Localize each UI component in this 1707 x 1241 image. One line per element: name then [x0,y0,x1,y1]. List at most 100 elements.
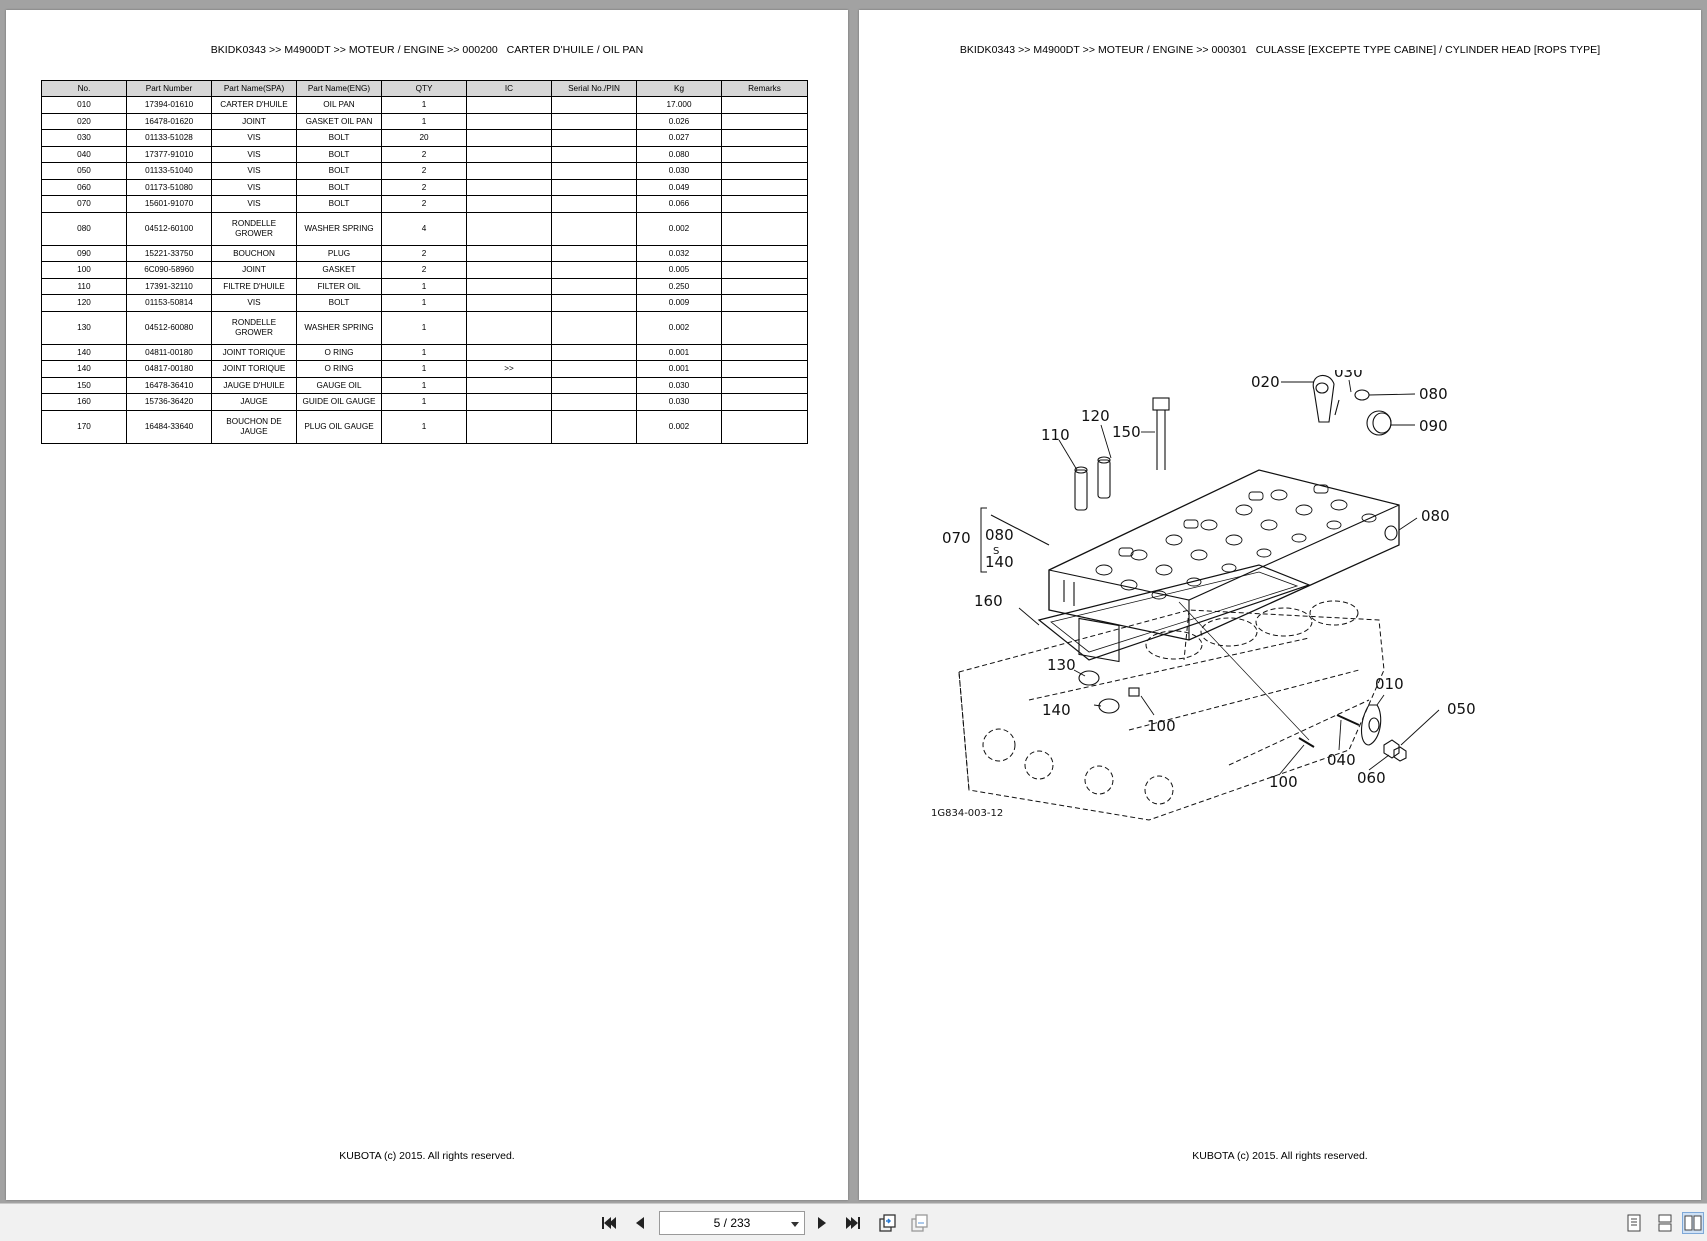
callout-140: 140 [1042,701,1071,719]
header-col-remarks: Remarks [721,80,808,97]
prev-page-icon[interactable] [629,1212,651,1234]
cell-kg: 0.030 [636,393,722,411]
cell-remarks [721,145,808,163]
header-col-ic: IC [466,80,552,97]
cell-ic [466,261,552,279]
callout-050: 050 [1447,700,1476,718]
cell-part-name-eng: OIL PAN [296,96,382,114]
cell-ic [466,294,552,312]
cell-kg: 0.002 [636,310,722,345]
cell-no: 170 [41,409,127,444]
cell-part-name-eng: GAUGE OIL [296,376,382,394]
first-page-icon[interactable] [598,1212,620,1234]
cell-part-name-spa: FILTRE D'HUILE [211,277,297,295]
last-page-icon[interactable] [842,1212,864,1234]
cell-kg: 0.001 [636,343,722,361]
cell-remarks [721,211,808,246]
cell-part-name-eng: O RING [296,360,382,378]
cell-remarks [721,310,808,345]
chevron-down-icon[interactable] [791,1222,799,1227]
document-viewport[interactable]: BKIDK0343 >> M4900DT >> MOTEUR / ENGINE … [0,0,1707,1203]
two-page-view-icon[interactable] [1682,1212,1704,1234]
callout-160: 160 [974,592,1003,610]
cell-ic [466,277,552,295]
cell-serial [551,343,637,361]
cell-serial [551,112,637,130]
callout-130: 130 [1047,656,1076,674]
cell-kg: 0.049 [636,178,722,196]
cell-qty: 1 [381,112,467,130]
cell-part-number: 01173-51080 [126,178,212,196]
page-number-field[interactable]: 5 / 233 [659,1211,805,1235]
cell-part-name-spa: JOINT TORIQUE [211,360,297,378]
cell-part-name-eng: PLUG OIL GAUGE [296,409,382,444]
cell-remarks [721,294,808,312]
cell-kg: 0.026 [636,112,722,130]
cell-no: 010 [41,96,127,114]
cell-part-number: 17377-91010 [126,145,212,163]
single-page-view-icon[interactable] [1623,1212,1645,1234]
cell-part-name-spa: RONDELLE GROWER [211,211,297,246]
rotate-icon[interactable] [876,1212,898,1234]
cell-part-name-eng: BOLT [296,162,382,180]
page-left: BKIDK0343 >> M4900DT >> MOTEUR / ENGINE … [6,10,848,1200]
cell-no: 070 [41,195,127,213]
callout-030: 030 [1334,370,1363,381]
cell-serial [551,294,637,312]
cell-part-number: 15221-33750 [126,244,212,262]
cell-part-name-eng: BOLT [296,145,382,163]
cell-serial [551,376,637,394]
copy-icon[interactable] [908,1212,930,1234]
cell-part-name-eng: GASKET OIL PAN [296,112,382,130]
page-header-left: BKIDK0343 >> M4900DT >> MOTEUR / ENGINE … [210,44,644,56]
continuous-view-icon[interactable] [1654,1212,1676,1234]
cell-part-name-spa: VIS [211,129,297,147]
cell-part-name-spa: VIS [211,294,297,312]
cell-no: 080 [41,211,127,246]
cell-ic [466,129,552,147]
cell-no: 050 [41,162,127,180]
page-indicator: 5 / 233 [713,1216,751,1230]
callout-100: 100 [1147,717,1176,735]
cell-serial [551,129,637,147]
next-page-icon[interactable] [811,1212,833,1234]
cell-ic [466,211,552,246]
callout-range-tilde: S [993,546,999,557]
cell-part-name-eng: BOLT [296,294,382,312]
cell-part-name-eng: WASHER SPRING [296,211,382,246]
callout-140-range-end: 140 [985,553,1014,571]
cell-part-name-spa: JAUGE D'HUILE [211,376,297,394]
callout-090: 090 [1419,417,1448,435]
cell-part-number: 17391-32110 [126,277,212,295]
cell-remarks [721,277,808,295]
cell-kg: 0.027 [636,129,722,147]
cell-part-name-spa: BOUCHON [211,244,297,262]
cell-serial [551,310,637,345]
cell-qty: 2 [381,162,467,180]
header-col-part-number: Part Number [126,80,212,97]
cell-kg: 0.005 [636,261,722,279]
cell-qty: 20 [381,129,467,147]
cell-remarks [721,129,808,147]
cell-qty: 1 [381,96,467,114]
cell-serial [551,211,637,246]
cell-ic [466,112,552,130]
cell-kg: 0.001 [636,360,722,378]
drawing-code: 1G834-003-12 [931,808,1003,819]
cell-part-number: 01133-51028 [126,129,212,147]
cell-part-name-spa: CARTER D'HUILE [211,96,297,114]
cell-serial [551,145,637,163]
cell-part-name-eng: O RING [296,343,382,361]
cell-part-number: 04512-60100 [126,211,212,246]
cell-part-name-spa: RONDELLE GROWER [211,310,297,345]
cell-qty: 1 [381,409,467,444]
